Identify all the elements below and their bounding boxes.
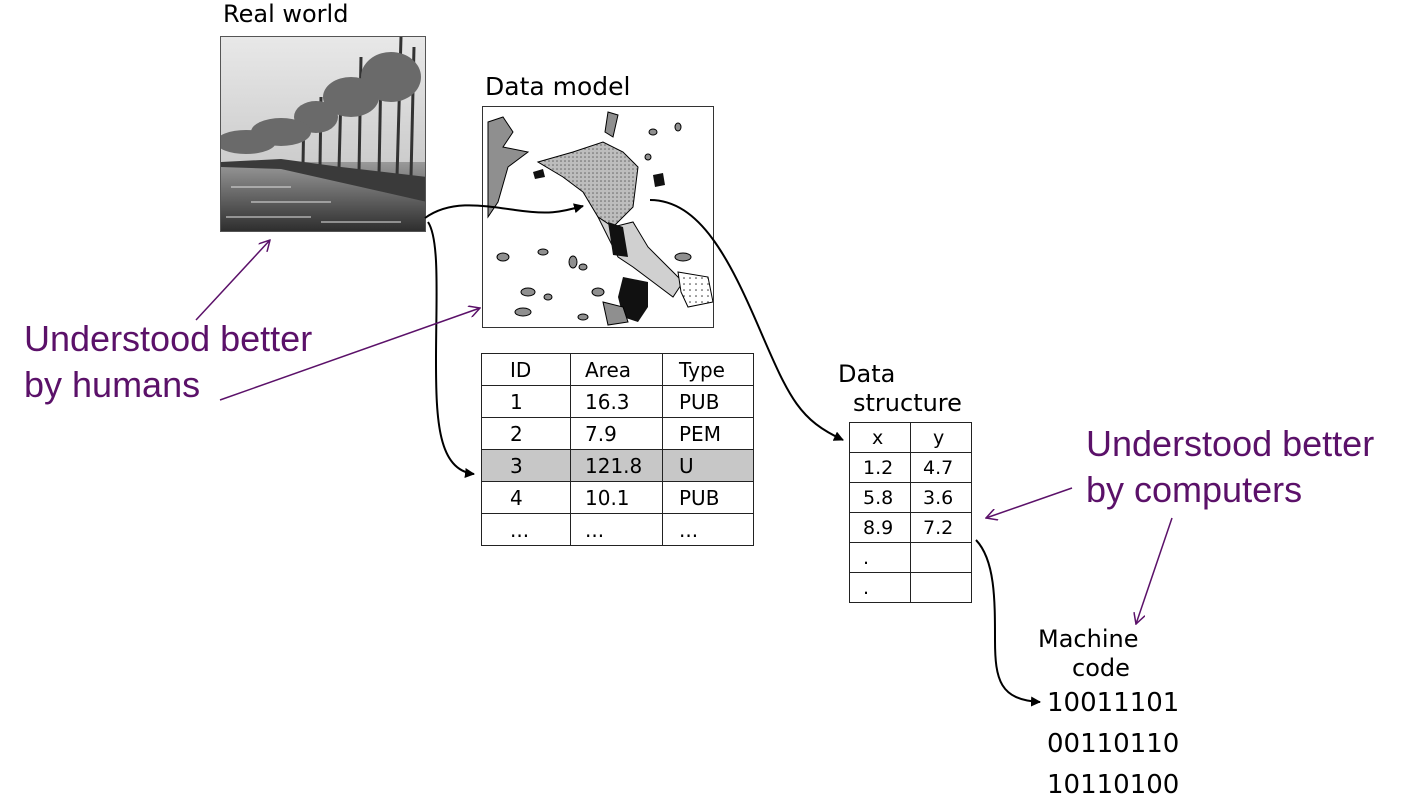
pointer-computers-to-structure bbox=[986, 487, 1073, 518]
cell-x: 5.8 bbox=[849, 482, 911, 513]
arrow-photo-to-table bbox=[427, 221, 475, 478]
pointer-humans-to-model bbox=[219, 308, 480, 401]
machine-code-label-line2: code bbox=[1072, 654, 1130, 682]
column-header-x: x bbox=[849, 422, 911, 453]
table-row: 2 7.9 PEM bbox=[481, 417, 754, 450]
arrow-model-to-structure bbox=[649, 199, 844, 441]
real-world-label: Real world bbox=[223, 0, 349, 28]
computers-callout-line2: by computers bbox=[1086, 469, 1303, 510]
binary-line: 10011101 bbox=[1047, 688, 1180, 718]
arrow-photo-to-model bbox=[424, 203, 584, 219]
arrow-structure-to-code bbox=[975, 539, 1041, 707]
cell-type: U bbox=[662, 449, 754, 482]
cell-x: 1.2 bbox=[849, 452, 911, 483]
real-world-photo bbox=[220, 36, 426, 232]
pointer-humans-to-photo bbox=[195, 240, 270, 321]
table-row: . bbox=[849, 572, 972, 603]
table-header-row: ID Area Type bbox=[481, 353, 754, 386]
cell-type: ... bbox=[662, 513, 754, 546]
table-row-highlighted: 3 121.8 U bbox=[481, 449, 754, 482]
cell-type: PUB bbox=[662, 481, 754, 514]
cell-y bbox=[910, 542, 972, 573]
table-row: 4 10.1 PUB bbox=[481, 481, 754, 514]
attribute-table: ID Area Type 1 16.3 PUB 2 7.9 PEM 3 121.… bbox=[481, 353, 754, 546]
cell-area: 16.3 bbox=[570, 385, 663, 418]
humans-callout-line1: Understood better bbox=[24, 318, 313, 359]
column-header-id: ID bbox=[481, 353, 571, 386]
cell-x: . bbox=[849, 542, 911, 573]
pointer-computers-to-code bbox=[1136, 517, 1173, 624]
data-model-map bbox=[482, 106, 714, 328]
data-model-label: Data model bbox=[485, 72, 631, 101]
xy-table: x y 1.2 4.7 5.8 3.6 8.9 7.2 . . bbox=[849, 422, 972, 603]
data-structure-label-line1: Data bbox=[838, 360, 896, 388]
cell-area: 121.8 bbox=[570, 449, 663, 482]
binary-line: 00110110 bbox=[1047, 729, 1180, 759]
cell-id: 3 bbox=[481, 449, 571, 482]
computers-callout: Understood better by computers bbox=[1086, 421, 1374, 513]
cell-x: 8.9 bbox=[849, 512, 911, 543]
cell-y bbox=[910, 572, 972, 603]
humans-callout: Understood better by humans bbox=[24, 316, 312, 408]
column-header-y: y bbox=[910, 422, 972, 453]
cell-area: 10.1 bbox=[570, 481, 663, 514]
humans-callout-line2: by humans bbox=[24, 364, 201, 405]
cell-id: 2 bbox=[481, 417, 571, 450]
cell-id: ... bbox=[481, 513, 571, 546]
machine-code-label-line1: Machine bbox=[1038, 625, 1139, 653]
table-row: ... ... ... bbox=[481, 513, 754, 546]
table-row: 1.2 4.7 bbox=[849, 452, 972, 483]
table-header-row: x y bbox=[849, 422, 972, 453]
cell-id: 4 bbox=[481, 481, 571, 514]
data-structure-label-line2: structure bbox=[853, 389, 962, 417]
table-row: . bbox=[849, 542, 972, 573]
computers-callout-line1: Understood better bbox=[1086, 423, 1375, 464]
binary-line: 10110100 bbox=[1047, 770, 1180, 800]
cell-y: 4.7 bbox=[910, 452, 972, 483]
cell-area: ... bbox=[570, 513, 663, 546]
